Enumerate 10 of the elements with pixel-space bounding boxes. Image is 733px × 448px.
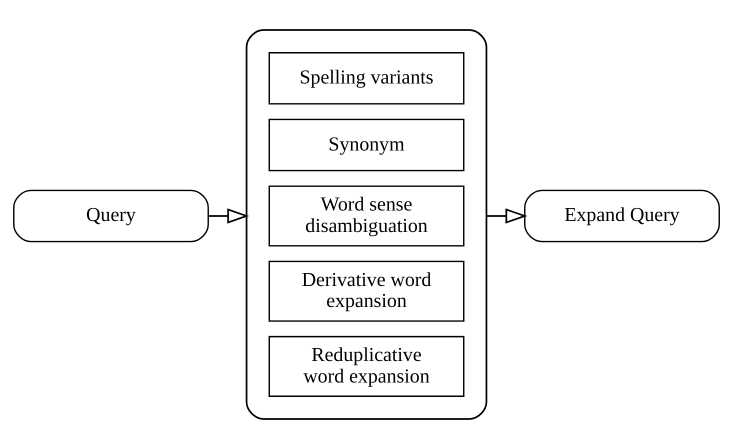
node-box: Spelling variants <box>268 52 464 104</box>
node-box: Synonym <box>268 118 464 171</box>
node-box: Expand Query <box>524 189 720 242</box>
node-box: Derivative word expansion <box>268 260 464 322</box>
node-box: Query <box>13 189 209 242</box>
node-box: Reduplicative word expansion <box>268 335 464 396</box>
node-box: Word sense disambiguation <box>268 184 464 246</box>
arrow <box>486 208 528 224</box>
arrow <box>208 208 250 224</box>
cluster <box>246 28 488 420</box>
